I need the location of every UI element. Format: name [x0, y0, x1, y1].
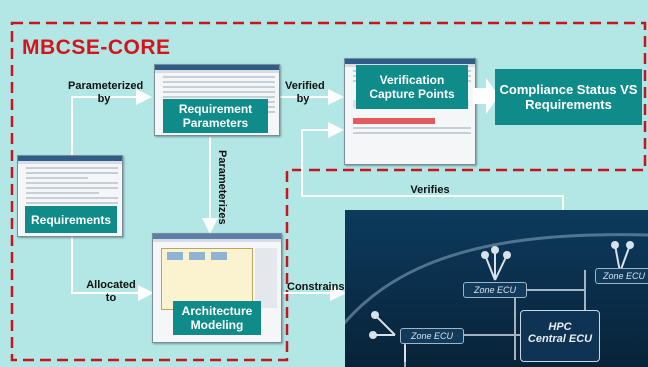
compliance-status-box: Compliance Status VS Requirements	[495, 69, 642, 125]
hpc-label: HPC	[548, 321, 572, 333]
requirements-box: Requirements	[25, 206, 117, 233]
label-verified-by: Verified by	[285, 80, 325, 105]
zone-ecu-label-1: Zone ECU	[463, 282, 527, 298]
label-constrains: Constrains	[287, 281, 345, 293]
label-allocated-to: Allocated to	[86, 279, 136, 304]
architecture-modeling-box: Architecture Modeling	[173, 301, 261, 335]
verification-capture-points-box: Verification Capture Points	[356, 65, 468, 109]
zone-ecu-label-2: Zone ECU	[595, 268, 648, 284]
label-parameterized-by: Parameterized by	[68, 80, 144, 105]
vehicle-ecu-image: Zone ECU Zone ECU Zone ECU HPC Central E…	[345, 210, 648, 367]
central-ecu-label: Central ECU	[527, 333, 593, 345]
label-parameterizes: Parameterizes	[216, 150, 228, 225]
hpc-central-ecu: HPC Central ECU	[520, 310, 600, 362]
zone-ecu-label-3: Zone ECU	[400, 328, 464, 344]
requirement-parameters-box: Requirement Parameters	[163, 99, 268, 133]
vehicle-network-lines	[345, 233, 648, 367]
big-arrow	[473, 78, 499, 114]
page-title: MBCSE-CORE	[22, 36, 171, 59]
label-verifies: Verifies	[410, 184, 450, 196]
